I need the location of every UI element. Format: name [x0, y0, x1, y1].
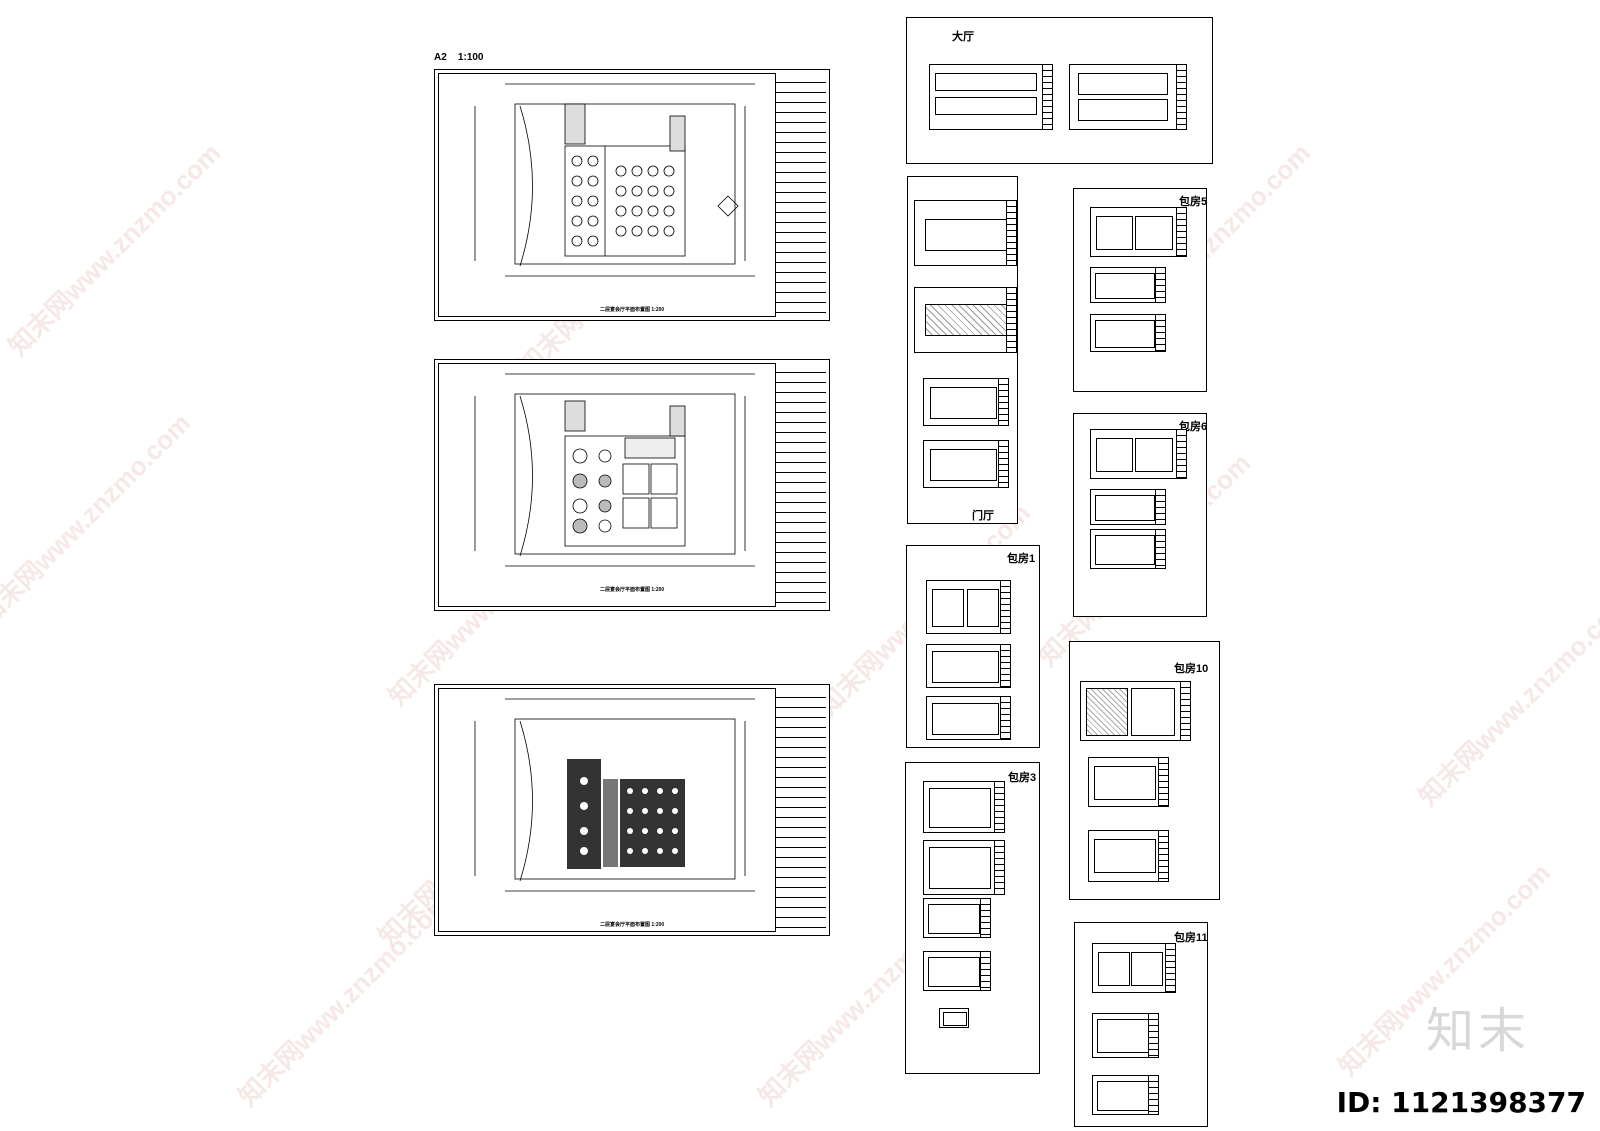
lobby-sheet[interactable] — [923, 378, 1009, 426]
room10-label: 包房10 — [1174, 663, 1209, 675]
resource-id: ID: 1121398377 — [1336, 1086, 1586, 1119]
room3-sheet[interactable] — [923, 781, 1005, 833]
room6-group[interactable]: 包房6 — [1073, 413, 1207, 617]
plan-caption: 二层宴会厅平面布置图 1:200 — [600, 307, 665, 313]
watermark: 知末网www.znzmo.com — [2, 137, 227, 362]
lobby-label: 门厅 — [972, 510, 994, 522]
lobby-sheet[interactable] — [914, 200, 1017, 266]
room5-sheet[interactable] — [1090, 314, 1166, 352]
room3-group[interactable]: 包房3 — [905, 762, 1040, 1074]
watermark: 知末网www.znzmo.com — [1412, 587, 1600, 812]
room6-sheet[interactable] — [1090, 429, 1187, 479]
title-block — [775, 73, 826, 317]
room3-sheet[interactable] — [923, 898, 991, 938]
room10-sheet[interactable] — [1080, 681, 1191, 741]
sheet-label: A2 1:100 — [434, 52, 484, 63]
room1-label: 包房1 — [1007, 553, 1036, 565]
watermark: 知末网www.znzmo.com — [232, 887, 457, 1112]
room10-group[interactable]: 包房10 — [1069, 641, 1220, 900]
ceiling-plan-drawing — [474, 373, 755, 567]
brand-logo: 知末 — [1425, 1005, 1530, 1058]
room11-sheet[interactable] — [1092, 1013, 1159, 1058]
room6-sheet[interactable] — [1090, 529, 1166, 569]
plan-sheet-1[interactable]: 二层宴会厅平面布置图 1:200 — [434, 69, 830, 321]
lobby-sheet[interactable] — [914, 287, 1017, 353]
title-block — [775, 688, 826, 932]
room11-sheet[interactable] — [1092, 943, 1176, 993]
lobby-sheet[interactable] — [923, 440, 1009, 488]
hall-elevation-sheet[interactable] — [929, 64, 1053, 130]
room3-sheet[interactable] — [923, 840, 1005, 895]
plan-sheet-3[interactable]: 二层宴会厅平面布置图 1:200 — [434, 684, 830, 936]
hall-elevation-sheet[interactable] — [1069, 64, 1187, 130]
room5-sheet[interactable] — [1090, 267, 1166, 303]
room10-sheet[interactable] — [1088, 757, 1169, 807]
plan-caption: 二层宴会厅平面布置图 1:200 — [600, 587, 665, 593]
room3-sheet[interactable] — [923, 951, 991, 991]
sheet-size: A2 — [434, 52, 447, 63]
floor-finish-drawing — [474, 698, 755, 892]
sheet-scale: 1:100 — [457, 52, 484, 63]
room6-sheet[interactable] — [1090, 489, 1166, 525]
room5-label: 包房5 — [1179, 196, 1208, 208]
room3-label: 包房3 — [1008, 772, 1037, 784]
room11-sheet[interactable] — [1092, 1075, 1159, 1115]
room1-group[interactable]: 包房1 — [906, 545, 1040, 748]
room10-sheet[interactable] — [1088, 830, 1169, 882]
plan-caption: 二层宴会厅平面布置图 1:200 — [600, 922, 665, 928]
room5-sheet[interactable] — [1090, 207, 1187, 257]
room1-sheet[interactable] — [926, 580, 1011, 634]
watermark: 知末网www.znzmo.com — [0, 407, 197, 632]
title-block — [775, 363, 826, 607]
room3-sheet[interactable] — [939, 1008, 969, 1028]
room5-group[interactable]: 包房5 — [1073, 188, 1207, 392]
room11-label: 包房11 — [1174, 932, 1208, 944]
room1-sheet[interactable] — [926, 644, 1011, 688]
plan-sheet-2[interactable]: 二层宴会厅平面布置图 1:200 — [434, 359, 830, 611]
floor-plan-drawing — [474, 83, 755, 277]
hall-group[interactable]: 大厅 — [906, 17, 1213, 164]
lobby-group[interactable]: 门厅 — [907, 176, 1018, 524]
room11-group[interactable]: 包房11 — [1074, 922, 1208, 1127]
hall-label: 大厅 — [952, 31, 974, 43]
room1-sheet[interactable] — [926, 696, 1011, 740]
